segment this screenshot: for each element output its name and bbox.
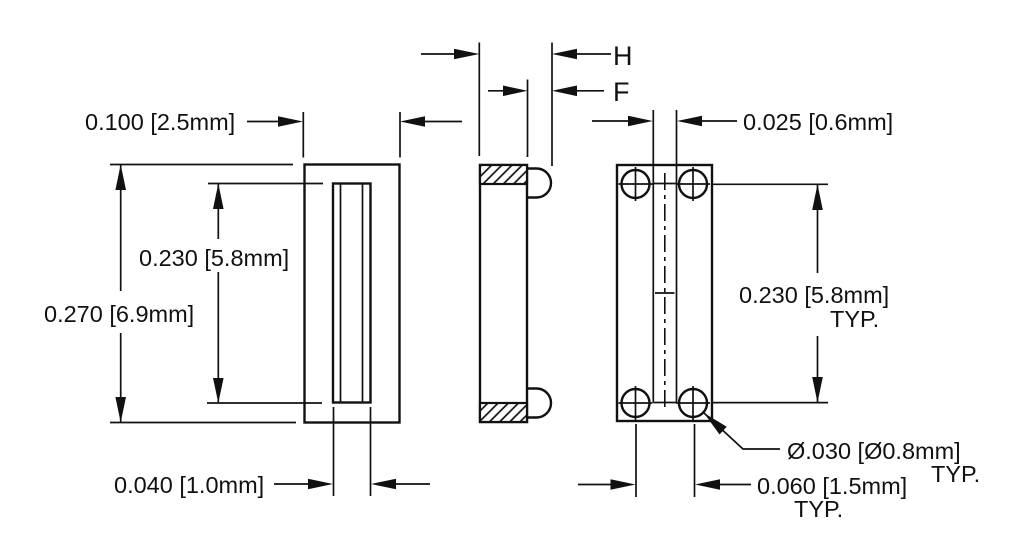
dim-front-slot-width-label: 0.040 [1.0mm] <box>114 472 264 498</box>
leader-line <box>703 412 780 450</box>
dim-front-height-label: 0.270 [6.9mm] <box>44 301 194 327</box>
hole-top-left <box>618 167 653 201</box>
arrowhead-right <box>503 85 528 97</box>
dim-f-label: F <box>613 77 630 107</box>
hole-top-right <box>676 167 710 201</box>
dim-back-hole-diameter-label: Ø.030 [Ø0.8mm] <box>787 438 961 464</box>
side-view <box>478 163 553 424</box>
dim-front-width-label: 0.100 [2.5mm] <box>85 109 235 135</box>
dim-back-hole-column-pitch: 0.060 [1.5mm] TYP. <box>578 424 907 522</box>
dim-back-slot-width-label: 0.025 [0.6mm] <box>743 109 893 135</box>
arrowhead-up <box>812 184 823 210</box>
back-view-outline <box>615 163 714 423</box>
arrowhead-right <box>610 479 636 490</box>
side-hatch-bottom <box>478 401 529 424</box>
side-view-body <box>478 163 529 424</box>
arrowhead-right <box>308 478 333 490</box>
arrowhead-left <box>677 115 702 127</box>
dim-side-pin-f: F <box>488 77 630 157</box>
front-view-outline <box>303 163 401 424</box>
arrowhead-down <box>115 397 126 423</box>
dim-h-label: H <box>613 41 633 71</box>
dim-back-hole-diameter: Ø.030 [Ø0.8mm] TYP. <box>703 412 980 487</box>
dim-front-width: 0.100 [2.5mm] <box>85 109 462 158</box>
dim-front-slot-height-label: 0.230 [5.8mm] <box>139 245 289 271</box>
hole-bottom-left <box>618 386 653 420</box>
arrowhead-left <box>400 116 425 127</box>
arrowhead-up <box>115 164 126 190</box>
dim-back-hole-column-pitch-typ: TYP. <box>794 496 843 522</box>
dim-back-hole-diameter-typ: TYP. <box>931 461 980 487</box>
front-view <box>303 163 401 424</box>
arrowhead-up <box>213 183 224 209</box>
arrowhead-right <box>628 115 653 127</box>
dim-front-slot-height: 0.230 [5.8mm] <box>139 182 323 404</box>
dim-back-slot-width: 0.025 [0.6mm] <box>592 109 893 135</box>
arrowhead-left <box>552 48 577 60</box>
arrowhead-down <box>812 377 823 403</box>
dim-back-hole-row-pitch-typ: TYP. <box>830 306 879 332</box>
arrowhead-left <box>371 478 396 490</box>
arrowhead-right <box>454 48 480 60</box>
arrowhead-down <box>213 378 224 403</box>
side-pin-top <box>525 167 553 199</box>
dim-back-hole-row-pitch-label: 0.230 [5.8mm] <box>739 282 889 308</box>
dim-front-slot-width: 0.040 [1.0mm] <box>114 407 430 498</box>
dim-back-hole-column-pitch-label: 0.060 [1.5mm] <box>757 473 907 499</box>
arrowhead-left <box>695 479 720 490</box>
arrowhead-right <box>278 116 303 127</box>
side-pin-bottom <box>525 387 553 419</box>
dim-front-height: 0.270 [6.9mm] <box>44 163 296 424</box>
side-hatch-top <box>478 163 529 186</box>
arrowhead-left <box>552 85 577 97</box>
dim-side-overall-h: H <box>421 41 633 166</box>
hole-bottom-right <box>676 386 710 420</box>
front-slot-outline <box>331 182 372 404</box>
back-view <box>615 110 714 423</box>
dim-back-hole-row-pitch: 0.230 [5.8mm] TYP. <box>711 183 889 404</box>
